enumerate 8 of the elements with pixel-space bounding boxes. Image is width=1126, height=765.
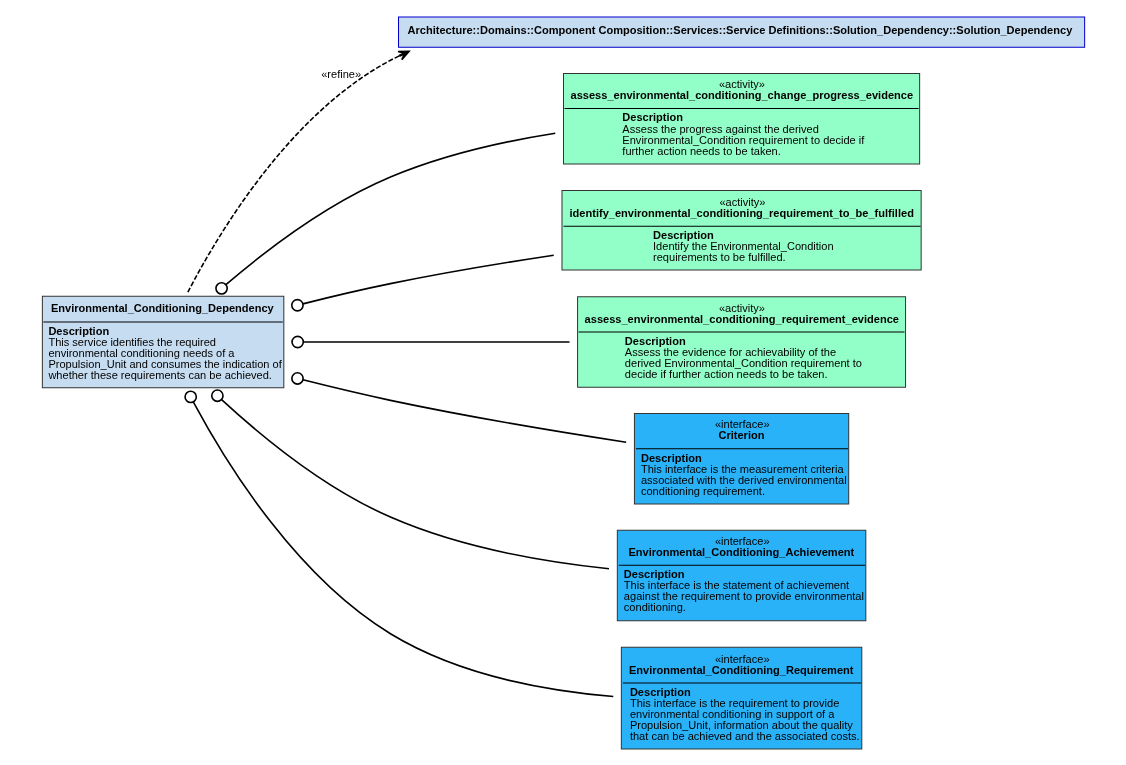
connector <box>214 131 556 295</box>
connector <box>210 388 610 570</box>
edge-label: «refine» <box>320 67 361 80</box>
connector <box>290 335 570 348</box>
arrow <box>186 50 410 293</box>
connector <box>290 371 627 443</box>
connector <box>290 253 554 312</box>
connector <box>183 389 614 697</box>
